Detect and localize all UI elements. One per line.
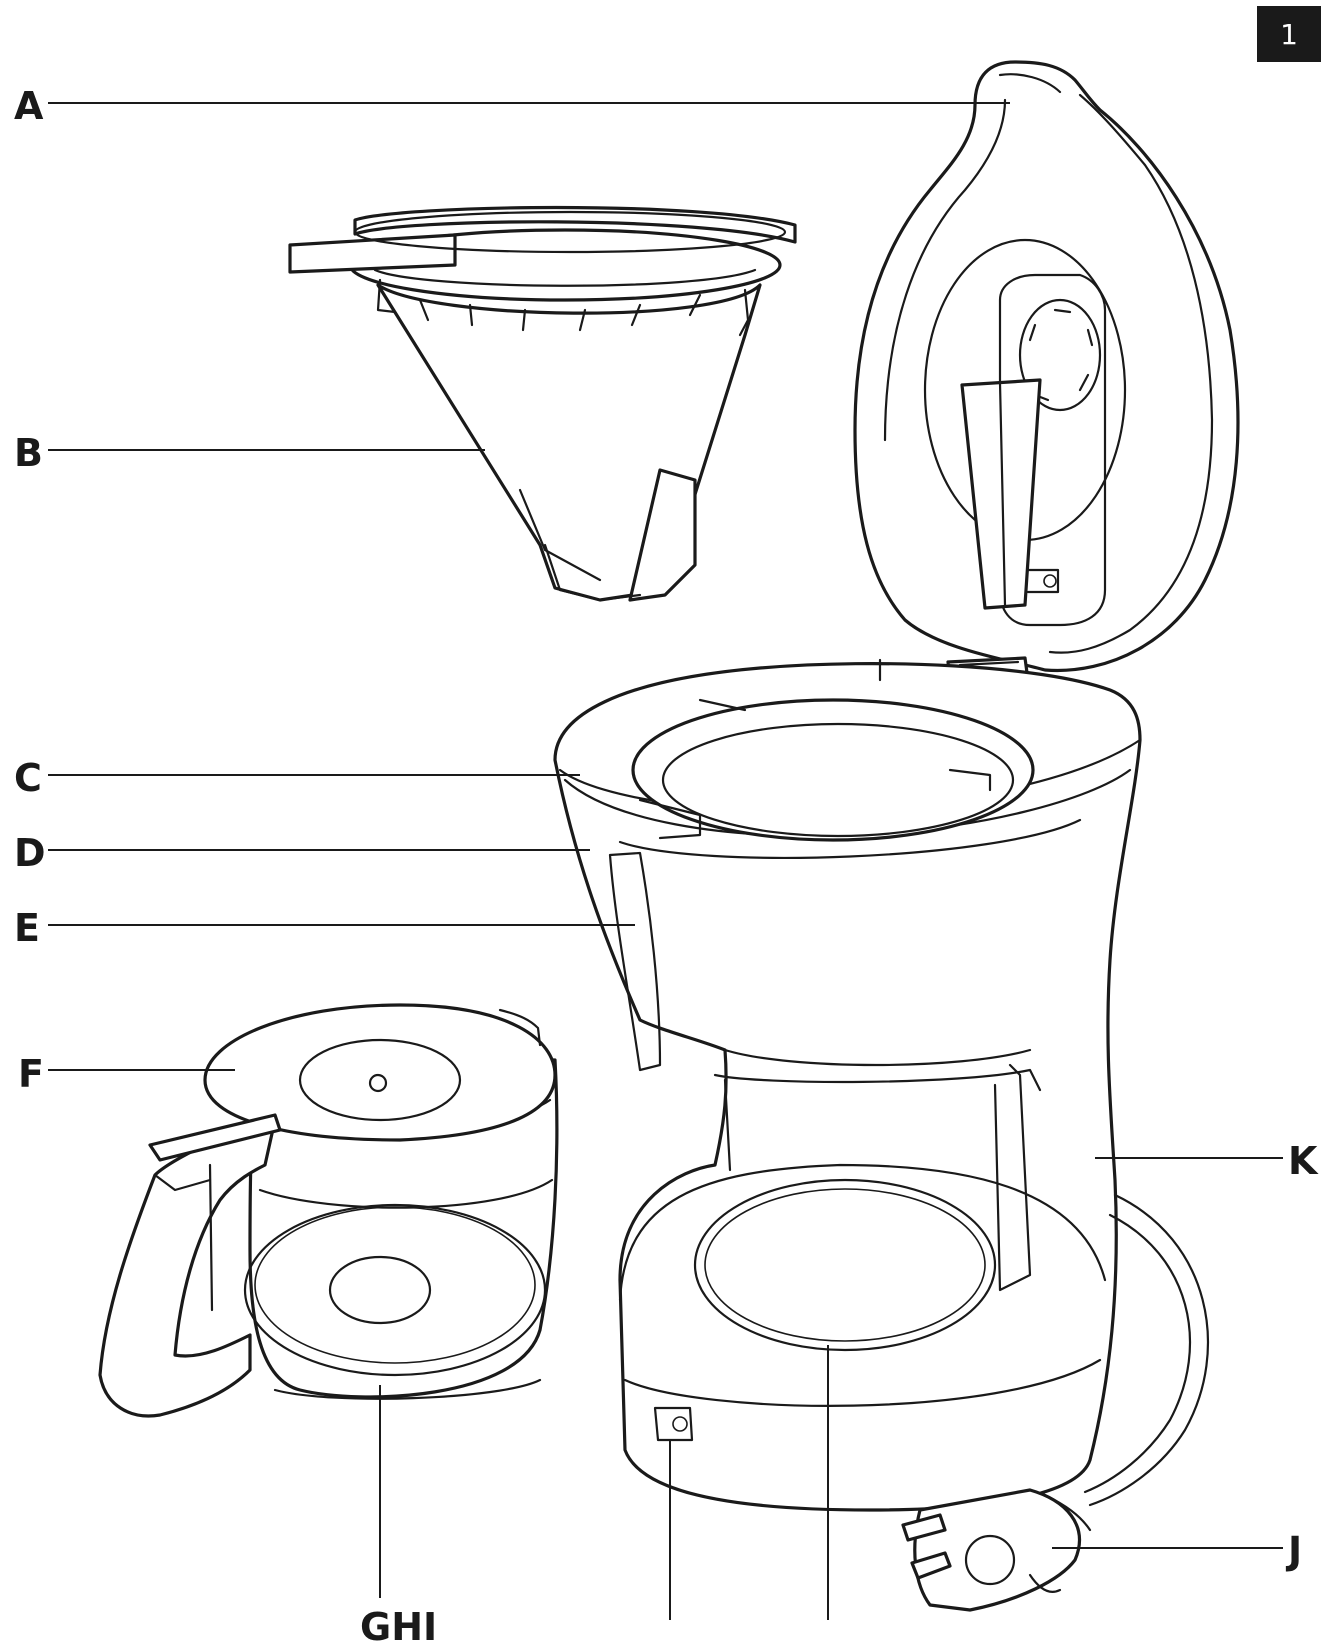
- part-labels: A B C D E F GHI J K: [14, 84, 1319, 1649]
- hinged-lid: [853, 60, 1240, 750]
- leader-lines: [48, 102, 1283, 1620]
- label-c: C: [14, 756, 42, 800]
- label-ghi: GHI: [360, 1605, 437, 1649]
- label-a: A: [14, 84, 44, 128]
- on-off-switch: [653, 1406, 694, 1442]
- label-e: E: [14, 906, 40, 950]
- glass-carafe: [98, 1003, 559, 1418]
- filter-holder-ribs-icon: [418, 293, 702, 332]
- lid-vent-slots-icon: [1028, 308, 1094, 402]
- main-body: [553, 658, 1142, 1512]
- label-f: F: [18, 1052, 44, 1096]
- label-b: B: [14, 431, 43, 475]
- filter-holder: [288, 205, 797, 602]
- label-d: D: [14, 831, 46, 875]
- label-k: K: [1288, 1139, 1319, 1183]
- power-cord: [1083, 1193, 1210, 1507]
- figure-number: 1: [1280, 18, 1298, 51]
- power-plug: [901, 1488, 1092, 1612]
- figure-number-badge: 1: [1257, 6, 1321, 62]
- label-j: J: [1285, 1529, 1302, 1573]
